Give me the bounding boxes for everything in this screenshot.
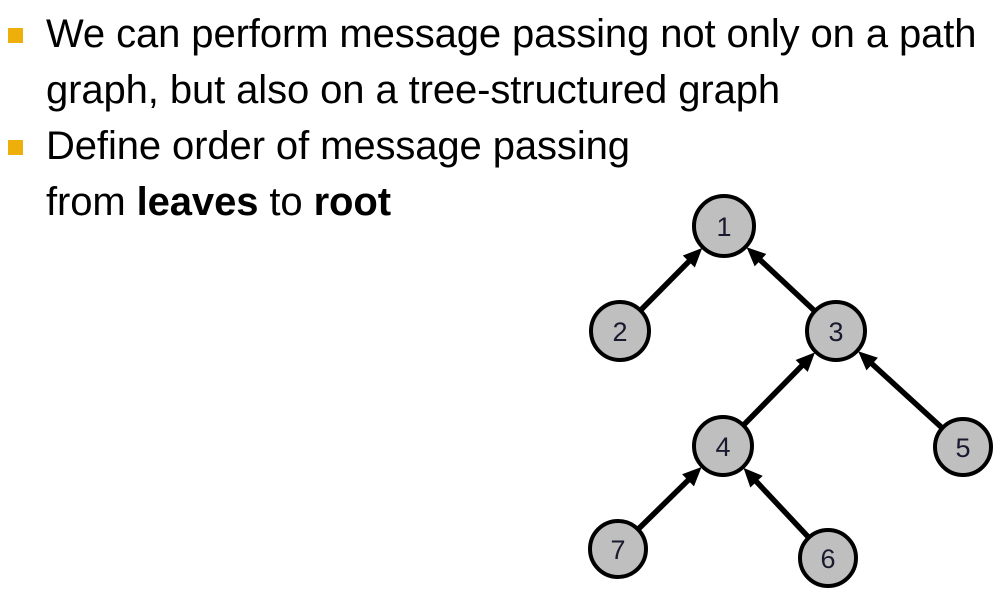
tree-node-2: 2 (589, 300, 651, 362)
tree-node-4: 4 (692, 415, 754, 477)
tree-node-7: 7 (588, 519, 648, 579)
tree-node-6: 6 (798, 528, 858, 588)
tree-arrowhead-4-to-3 (795, 352, 815, 372)
bullet-item-2-text-part-3: to (258, 180, 314, 224)
tree-arrowhead-2-to-1 (682, 248, 703, 268)
tree-arrowhead-5-to-3 (858, 351, 878, 371)
square-bullet-icon (8, 140, 23, 155)
bullet-list: We can perform message passing not only … (0, 0, 1005, 224)
bullet-item-1-text: We can perform message passing not only … (46, 12, 977, 112)
tree-edge-5-to-3 (864, 356, 945, 431)
tree-arrowhead-7-to-4 (682, 467, 702, 487)
bullet-item-2-text-part-1: Define order of message passing from (46, 124, 630, 224)
tree-edge-7-to-4 (636, 472, 697, 532)
bullet-item-2-text-part-2-bold: leaves (136, 180, 259, 224)
tree-node-5: 5 (933, 417, 993, 477)
tree-arrowhead-6-to-4 (743, 467, 763, 488)
tree-node-7-label: 7 (610, 535, 625, 565)
tree-edge-4-to-3 (741, 357, 810, 428)
tree-node-4-circle (692, 415, 754, 477)
tree-node-3: 3 (805, 300, 867, 362)
bullet-item-2-text: Define order of message passing from lea… (46, 118, 646, 230)
tree-node-6-circle (798, 528, 858, 588)
tree-node-2-label: 2 (612, 317, 627, 347)
tree-node-6-label: 6 (820, 544, 835, 574)
bullet-item-2: Define order of message passing from lea… (0, 118, 1005, 230)
tree-arrowhead-3-to-1 (746, 247, 767, 267)
bullet-item-2-text-part-4-bold: root (313, 180, 391, 224)
tree-edge-layer (636, 247, 945, 540)
tree-node-3-label: 3 (828, 317, 843, 347)
tree-node-5-label: 5 (955, 433, 970, 463)
bullet-item-1: We can perform message passing not only … (0, 6, 1005, 118)
tree-node-4-label: 4 (715, 432, 730, 462)
tree-node-2-circle (589, 300, 651, 362)
tree-edge-6-to-4 (748, 473, 811, 540)
tree-edge-3-to-1 (752, 252, 817, 314)
tree-node-5-circle (933, 417, 993, 477)
tree-edge-2-to-1 (638, 253, 697, 313)
square-bullet-icon (8, 28, 23, 43)
tree-node-7-circle (588, 519, 648, 579)
tree-node-3-circle (805, 300, 867, 362)
